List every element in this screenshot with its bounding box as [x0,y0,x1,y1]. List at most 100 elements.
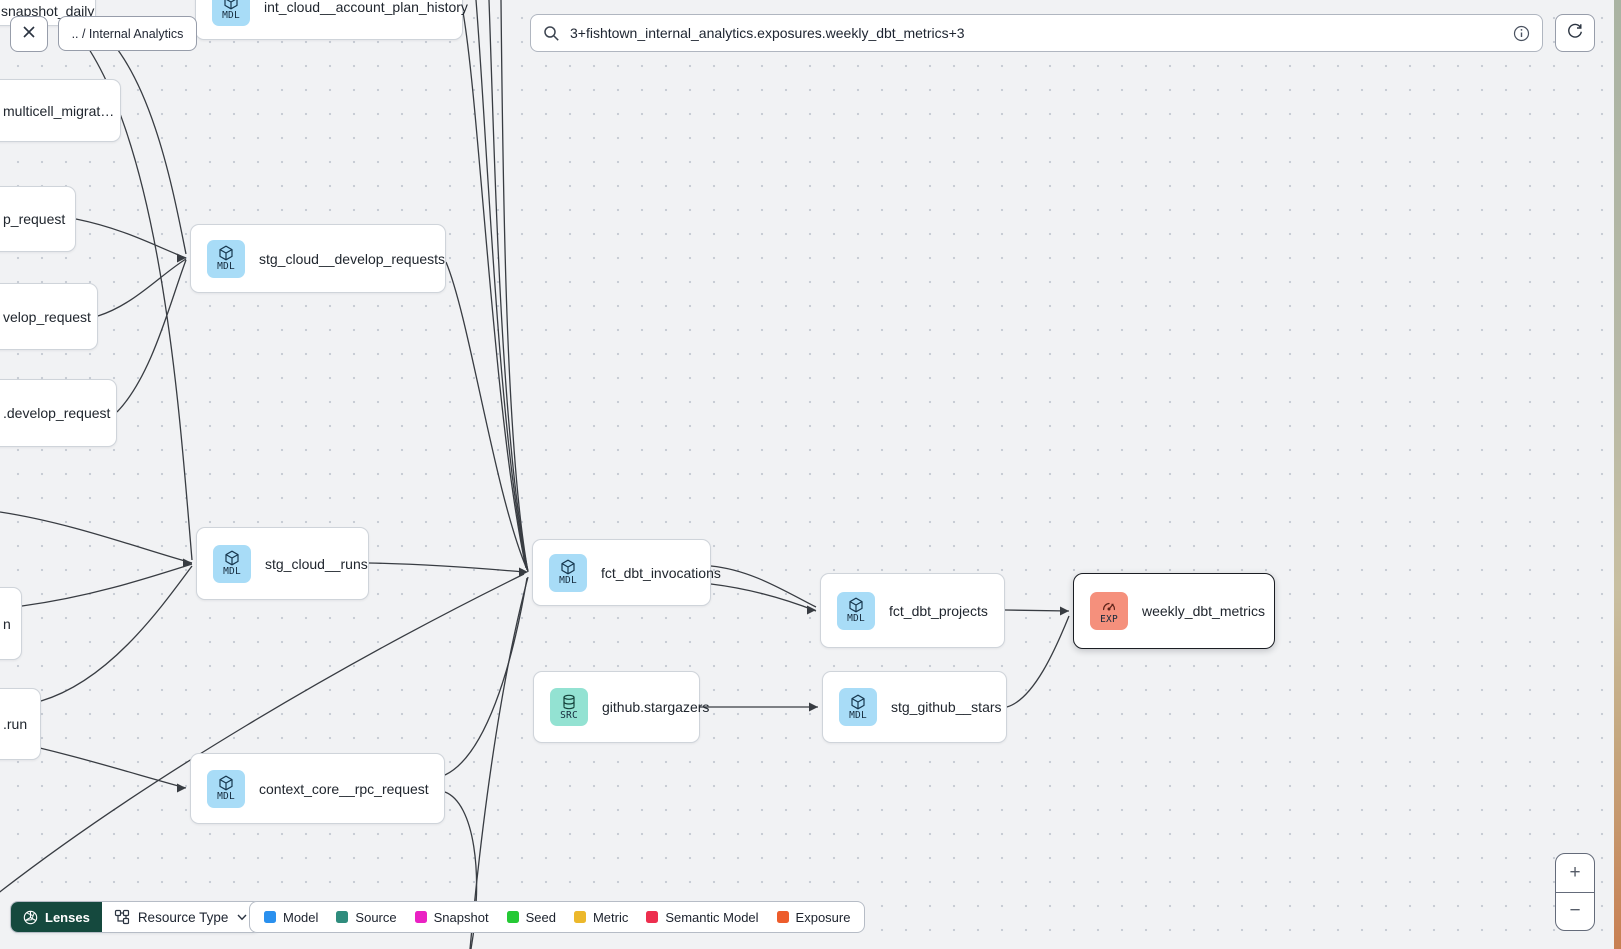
graph-node-develop-request-2[interactable]: velop_request [0,283,98,350]
refresh-icon [1566,22,1584,45]
legend-item-seed: Seed [506,910,556,925]
graph-node-run-node[interactable]: .run [0,688,41,760]
lineage-edge [475,0,528,571]
search-bar[interactable] [530,14,1543,52]
badge-type-label: MDL [217,261,235,272]
zoom-control: + − [1555,853,1595,931]
resource-type-legend: Model Source Snapshot Seed Metric Semantic Mo… [249,901,866,933]
cube-icon: MDL [207,769,245,808]
lineage-edge [1006,615,1070,708]
node-label: stg_cloud__develop_requests [259,250,446,267]
lenses-label: Lenses [45,909,90,925]
lineage-edge [0,573,525,893]
graph-node-develop-request-3[interactable]: .develop_request [0,379,117,447]
node-label: .develop_request [3,405,111,421]
cube-icon: MDL [212,0,250,26]
graph-node-int-cloud-account-plan-history[interactable]: MDL int_cloud__account_plan_history [195,0,468,40]
legend-label: Source [355,909,397,925]
breadcrumb[interactable]: .. / Internal Analytics [58,16,197,51]
zoom-in-button[interactable]: + [1556,854,1594,893]
lineage-edge [469,576,529,949]
legend-swatch [264,911,276,923]
badge-type-label: MDL [222,9,240,21]
graph-node-op-request[interactable]: p_request [0,186,76,252]
legend-label: Model [283,909,319,925]
legend-swatch [776,911,789,923]
cube-icon: MDL [213,544,251,583]
lineage-edge [116,259,187,413]
cube-icon: MDL [549,553,587,592]
close-button[interactable] [10,16,48,52]
node-label: multicell_migrat… [3,102,115,119]
edge-arrowhead [177,253,186,263]
lineage-edge [75,218,187,259]
resource-type-dropdown[interactable]: Resource Type [101,902,261,932]
node-label: fct_dbt_invocations [601,564,721,581]
lineage-edge [500,0,529,573]
badge-type-label: EXP [1100,613,1118,625]
edge-arrowhead [809,702,818,712]
graph-node-snapshot-daily[interactable]: snapshot_daily [0,0,96,26]
cube-icon: MDL [207,239,245,278]
search-icon [543,25,560,42]
info-icon[interactable] [1513,25,1530,42]
badge-type-label: MDL [217,791,235,802]
graph-node-stg-cloud-runs[interactable]: MDL stg_cloud__runs [196,527,369,600]
legend-item-snapshot: Snapshot [414,909,489,925]
graph-node-multicell-migration[interactable]: multicell_migrat… [0,79,121,142]
legend-item-exposure: Exposure [776,910,850,925]
node-label: fct_dbt_projects [889,602,988,619]
node-label: int_cloud__account_plan_history [264,0,468,15]
cube-icon: MDL [837,591,875,630]
lenses-button[interactable]: Lenses [11,902,102,932]
zoom-out-button[interactable]: − [1569,900,1581,922]
legend-item-model: Model [264,910,318,925]
graph-node-n-node[interactable]: n [0,587,22,660]
lineage-edge [97,258,187,317]
graph-node-context-core-rpc-request[interactable]: MDL context_core__rpc_request [190,753,445,824]
cube-icon: MDL [839,688,877,726]
breadcrumb-label: .. / Internal Analytics [71,26,184,41]
edge-arrowhead [807,605,816,615]
graph-node-stg-github-stars[interactable]: MDL stg_github__stars [822,671,1007,743]
badge-type-label: MDL [847,613,865,624]
node-label: stg_cloud__runs [265,555,368,572]
node-label: p_request [3,211,66,227]
desktop-edge-strip [1614,0,1621,949]
legend-item-metric: Metric [573,909,629,925]
lineage-edge [444,577,528,776]
lineage-edge [462,11,527,569]
edge-arrowhead [1060,606,1069,616]
lens-toolbar: Lenses Resource Type [10,901,262,933]
node-label: snapshot_daily [1,3,95,19]
legend-label: Metric [592,909,629,925]
search-input[interactable] [570,25,1503,41]
close-icon [21,24,37,45]
refresh-button[interactable] [1555,14,1595,52]
node-label: stg_github__stars [891,699,1002,715]
hierarchy-icon [114,909,130,925]
edge-arrowhead [183,558,192,568]
graph-node-stg-cloud-develop-requests[interactable]: MDL stg_cloud__develop_requests [190,224,446,293]
node-label: context_core__rpc_request [259,780,429,797]
legend-label: Snapshot [433,909,489,925]
legend-item-semantic-model: Semantic Model [646,909,759,925]
lineage-edge [445,261,527,568]
chevron-down-icon [236,911,248,923]
graph-node-fct-dbt-invocations[interactable]: MDL fct_dbt_invocations [532,539,721,606]
legend-swatch [506,911,519,923]
lens-icon [23,910,38,925]
edge-arrowhead [177,783,186,793]
legend-item-source: Source [336,909,397,925]
legend-label: Semantic Model [665,909,759,925]
legend-swatch [573,911,586,923]
graph-node-fct-dbt-projects[interactable]: MDL fct_dbt_projects [820,573,1005,648]
database-icon: SRC [550,688,588,726]
edge-arrowhead [519,567,528,577]
lineage-edge [368,562,525,573]
